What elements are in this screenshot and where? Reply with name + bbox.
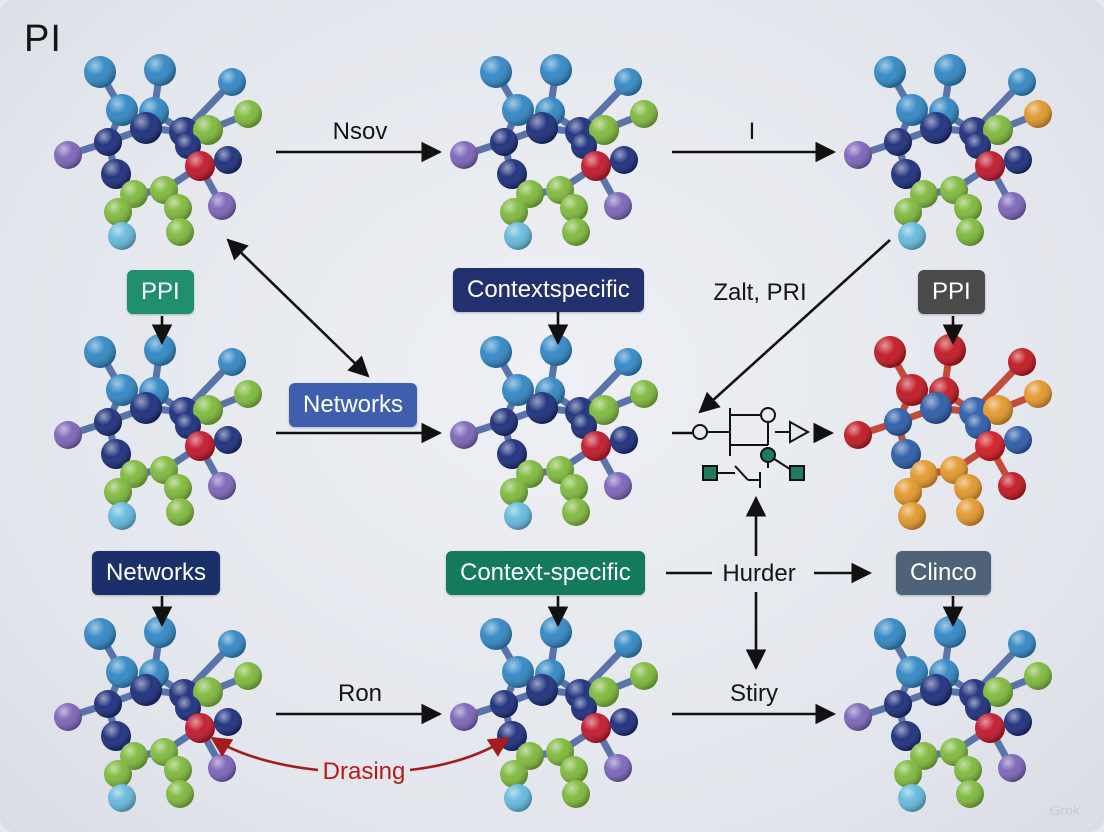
label-clinco: Clinco — [896, 551, 991, 595]
molecule — [54, 616, 262, 812]
molecule — [844, 54, 1052, 250]
label-context-top: Contextspecific — [453, 268, 644, 312]
edge-label-nsov: Nsov — [332, 118, 388, 145]
molecule — [844, 334, 1052, 530]
edge-label-stiry: Stiry — [730, 680, 778, 707]
label-ppi-right: PPI — [918, 270, 985, 314]
label-context-bottom: Context-specific — [446, 551, 645, 595]
label-networks-left: Networks — [92, 551, 221, 595]
edge-label-hurder: Hurder — [716, 560, 802, 588]
edge-label-i: I — [748, 118, 756, 145]
label-ppi-left: PPI — [127, 270, 194, 314]
molecule — [844, 616, 1052, 812]
arrow-networks-diagonal — [226, 238, 370, 378]
arrow-drasing-left — [210, 736, 319, 772]
watermark: Grok — [1049, 802, 1080, 818]
edge-label-ron: Ron — [337, 680, 383, 707]
edge-label-drasing: Drasing — [322, 758, 406, 785]
molecule — [450, 334, 658, 530]
arrow-layer — [151, 141, 964, 725]
molecule — [450, 616, 658, 812]
arrow-zalt — [698, 239, 891, 414]
molecule-layer — [54, 54, 1052, 812]
edge-label-zalt: Zalt, PRI — [713, 279, 807, 306]
molecule — [54, 54, 262, 250]
molecule — [450, 54, 658, 250]
molecule — [54, 334, 262, 530]
label-networks-mid: Networks — [289, 383, 418, 427]
page-title: PI — [24, 18, 62, 60]
arrow-drasing-right — [409, 736, 510, 772]
circuit-symbol — [692, 407, 811, 488]
